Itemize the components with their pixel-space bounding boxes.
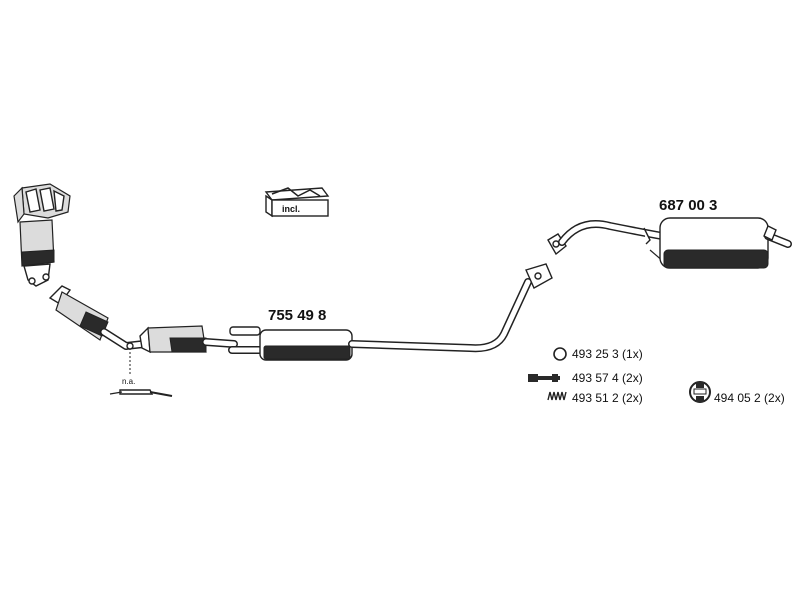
bolt-icon <box>528 374 560 382</box>
spring-icon <box>547 391 567 401</box>
legend-item[interactable]: 494 05 2 (2x) <box>689 381 785 405</box>
middle-silencer-part[interactable] <box>228 263 553 361</box>
rear-silencer-part[interactable] <box>547 217 792 269</box>
legend-item[interactable]: 493 57 4 (2x) <box>528 371 643 385</box>
middle-silencer-number: 755 49 8 <box>268 307 326 324</box>
mounting-kit[interactable]: incl. <box>264 187 330 218</box>
lambda-sensor: n.a. <box>109 342 173 397</box>
catalytic-converter-part[interactable] <box>139 325 238 354</box>
legend-label: 493 25 3 (1x) <box>572 347 643 361</box>
mounting-kit-label: incl. <box>282 204 300 214</box>
legend-item[interactable]: 493 25 3 (1x) <box>553 347 643 361</box>
legend: 493 25 3 (1x) 493 57 4 (2x) 493 51 2 (2x… <box>528 347 785 405</box>
legend-label: 493 57 4 (2x) <box>572 371 643 385</box>
legend-label: 494 05 2 (2x) <box>714 391 785 405</box>
rear-silencer-number: 687 00 3 <box>659 197 717 214</box>
ring-gasket-icon <box>553 347 567 361</box>
legend-item[interactable]: 493 51 2 (2x) <box>547 391 643 405</box>
front-pipe-part[interactable] <box>48 285 148 350</box>
manifold-catalyst-part[interactable] <box>13 183 71 287</box>
legend-label: 493 51 2 (2x) <box>572 391 643 405</box>
not-included-note: n.a. <box>122 377 135 386</box>
clamp-icon <box>689 381 711 403</box>
